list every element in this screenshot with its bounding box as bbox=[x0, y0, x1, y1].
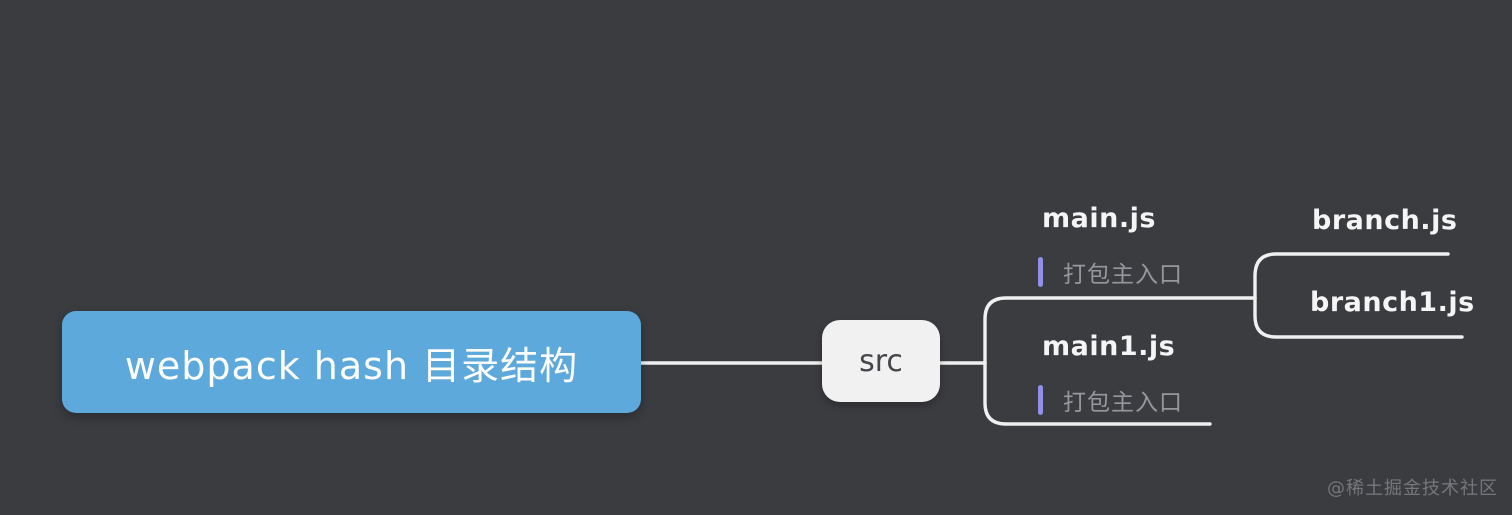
note-marker-icon bbox=[1038, 385, 1043, 415]
src-topic[interactable]: src bbox=[822, 320, 940, 402]
topic-branch-js[interactable]: branch.js bbox=[1312, 205, 1458, 236]
note-main1-js-text: 打包主入口 bbox=[1063, 390, 1183, 416]
topic-main1-js[interactable]: main1.js bbox=[1042, 331, 1176, 362]
topic-main-js[interactable]: main.js bbox=[1042, 203, 1156, 234]
root-topic-label: webpack hash 目录结构 bbox=[124, 343, 579, 388]
watermark: @稀土掘金技术社区 bbox=[1327, 478, 1498, 499]
src-topic-label: src bbox=[859, 343, 903, 379]
root-topic[interactable]: webpack hash 目录结构 bbox=[62, 311, 641, 413]
note-main-js-text: 打包主入口 bbox=[1063, 262, 1183, 288]
topic-branch1-js[interactable]: branch1.js bbox=[1310, 287, 1475, 318]
note-main-js: 打包主入口 bbox=[1038, 256, 1183, 288]
note-marker-icon bbox=[1038, 257, 1043, 287]
note-main1-js: 打包主入口 bbox=[1038, 384, 1183, 416]
